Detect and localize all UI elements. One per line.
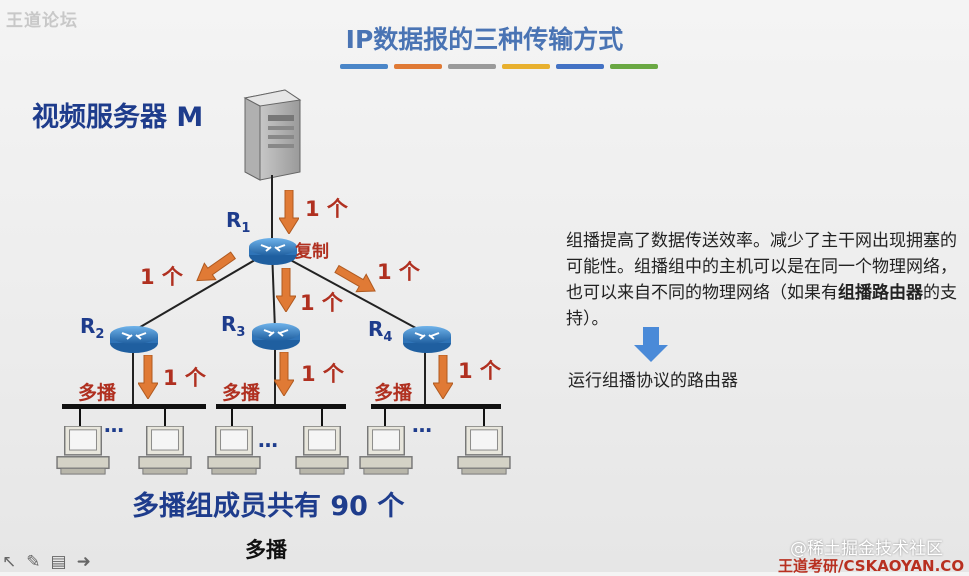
- host-pc: [295, 426, 349, 475]
- forum-watermark: 王道论坛: [6, 11, 78, 31]
- count-label-r2-lan: 1 个: [163, 366, 206, 390]
- router-r3-label: R3: [221, 312, 245, 340]
- router-r4-label: R4: [368, 317, 392, 345]
- description-text-2: 的支持）。: [566, 283, 957, 329]
- router-r2-icon: [109, 325, 159, 354]
- count-label-server-r1: 1 个: [305, 197, 348, 221]
- title-bar-1: [340, 64, 388, 69]
- arrow-r2-lan: [138, 355, 158, 399]
- host-pc: [207, 426, 261, 475]
- more-hosts-dots: …: [104, 413, 125, 437]
- title-underline-bars: [340, 64, 658, 69]
- router-r4-index: 4: [383, 330, 393, 345]
- host-pc: [56, 426, 110, 475]
- arrow-r3-lan: [274, 352, 294, 396]
- pointer-icon[interactable]: ↖: [2, 552, 17, 572]
- arrow-server-r1: [279, 190, 299, 234]
- next-arrow-icon[interactable]: ➜: [76, 552, 91, 572]
- router-r3-index: 3: [236, 325, 246, 340]
- description-text-1: 组播提高了数据传送效率。减少了主干网出现拥塞的可能性。组播组中的主机可以是在同一…: [566, 231, 957, 303]
- network-links: [129, 175, 426, 405]
- title-bar-5: [556, 64, 604, 69]
- router-r1-index: 1: [241, 221, 251, 236]
- router-r1-letter: R: [226, 208, 242, 232]
- multicast-label-lan4: 多播: [374, 382, 413, 404]
- multicast-label-lan3: 多播: [222, 382, 261, 404]
- router-r4-letter: R: [368, 317, 384, 341]
- title-bar-2: [394, 64, 442, 69]
- arrow-r1-r4: [334, 264, 376, 293]
- router-note: 运行组播协议的路由器: [568, 371, 738, 391]
- host-pc: [138, 426, 192, 475]
- router-r4-icon: [402, 325, 452, 354]
- notes-icon[interactable]: ▤: [50, 552, 67, 572]
- title-bar-6: [610, 64, 658, 69]
- copy-label: 复制: [295, 242, 329, 262]
- slide-title: IP数据报的三种传输方式: [345, 25, 624, 54]
- arrow-r1-r3: [276, 268, 296, 312]
- lan-segments: [62, 404, 501, 428]
- slide-toolbar: ↖ ✎ ▤ ➜: [2, 552, 91, 572]
- diagram-caption: 多播: [245, 538, 287, 562]
- router-r1-icon: [248, 237, 298, 266]
- wangdao-watermark: 王道考研/CSKAOYAN.CO: [778, 557, 965, 575]
- more-hosts-dots: …: [412, 413, 433, 437]
- host-pc: [457, 426, 511, 475]
- count-label-r3-lan: 1 个: [301, 362, 344, 386]
- server-icon: [243, 89, 302, 181]
- server-label: 视频服务器 M: [32, 102, 204, 133]
- router-r3-icon: [251, 322, 301, 351]
- router-r2-index: 2: [95, 327, 105, 342]
- router-r1-label: R1: [226, 208, 250, 236]
- arrow-r1-r2: [196, 251, 237, 282]
- count-label-r1-r4: 1 个: [377, 260, 420, 284]
- count-label-r4-lan: 1 个: [458, 359, 501, 383]
- pen-icon[interactable]: ✎: [26, 552, 41, 572]
- arrow-r4-lan: [433, 355, 453, 399]
- multicast-description: 组播提高了数据传送效率。减少了主干网出现拥塞的可能性。组播组中的主机可以是在同一…: [566, 228, 966, 332]
- host-pc: [359, 426, 413, 475]
- more-hosts-dots: …: [258, 428, 279, 452]
- router-r2-label: R2: [80, 314, 104, 342]
- multicast-label-lan2: 多播: [78, 382, 117, 404]
- title-bar-3: [448, 64, 496, 69]
- count-label-r1-r2: 1 个: [140, 265, 183, 289]
- title-bar-4: [502, 64, 550, 69]
- members-count-text: 多播组成员共有 90 个: [132, 491, 405, 522]
- juejin-watermark: @稀土掘金技术社区: [790, 539, 943, 559]
- router-r3-letter: R: [221, 312, 237, 336]
- count-label-r1-r3: 1 个: [300, 291, 343, 315]
- note-down-arrow: [634, 327, 668, 362]
- description-bold: 组播路由器: [838, 283, 923, 303]
- router-r2-letter: R: [80, 314, 96, 338]
